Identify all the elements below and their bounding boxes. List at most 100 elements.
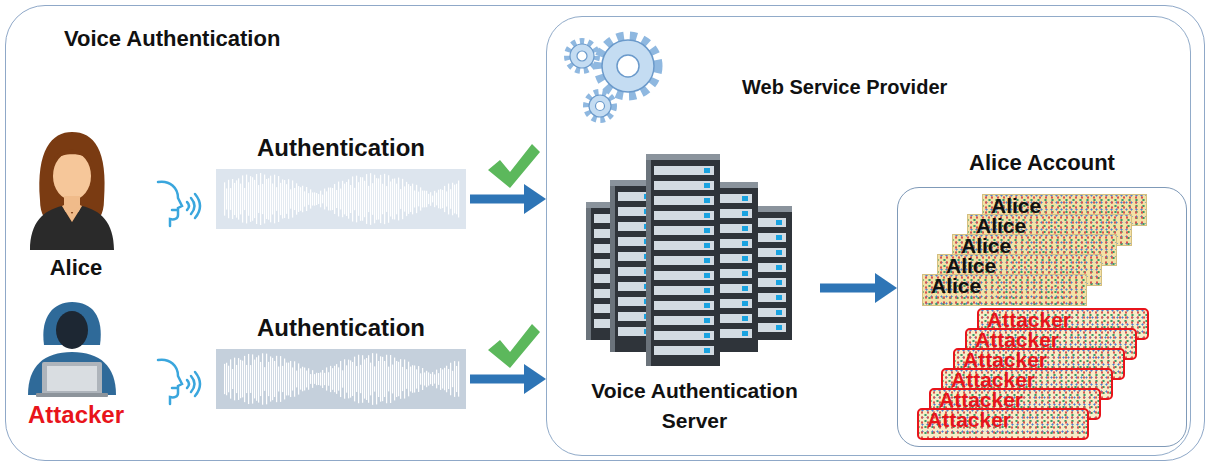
rack-side bbox=[610, 180, 615, 352]
wave-bar bbox=[256, 357, 257, 401]
wave-bar bbox=[434, 191, 435, 207]
wave-bar bbox=[276, 356, 277, 402]
wave-bar bbox=[330, 188, 331, 211]
flow-arrow bbox=[820, 273, 897, 303]
rack-light bbox=[742, 196, 748, 201]
wave-bar bbox=[298, 363, 299, 394]
wave-bar bbox=[302, 367, 303, 392]
wave-bar bbox=[252, 177, 253, 220]
wave-bar bbox=[382, 357, 383, 401]
identity-card: Alice bbox=[922, 274, 1087, 306]
provider-panel: Web Service ProviderVoice Authentication… bbox=[546, 16, 1191, 456]
wave-bar bbox=[250, 365, 251, 393]
rack-light bbox=[742, 211, 748, 216]
wave-bar bbox=[452, 183, 453, 216]
rack-slot bbox=[654, 196, 714, 205]
rack-slot bbox=[654, 331, 714, 340]
node-label: Attacker bbox=[963, 350, 1118, 370]
rack-light bbox=[704, 228, 710, 233]
wave-bar bbox=[244, 356, 245, 402]
check-mark bbox=[488, 144, 540, 188]
wave-bar bbox=[418, 366, 419, 392]
speech-icon bbox=[158, 360, 200, 404]
rack-slot bbox=[654, 241, 714, 250]
wave-bar bbox=[286, 184, 287, 214]
wave-bar bbox=[230, 359, 231, 398]
wave-bar bbox=[300, 368, 301, 389]
person: Alice bbox=[21, 131, 131, 286]
wave-bar bbox=[252, 354, 253, 403]
wave-bar bbox=[270, 356, 271, 401]
wave-bar bbox=[246, 365, 247, 393]
wave-bar bbox=[440, 368, 441, 390]
wave-bar bbox=[224, 364, 225, 394]
rack-light bbox=[742, 226, 748, 231]
rack-light bbox=[704, 213, 710, 218]
node-label: Voice Authentication bbox=[64, 26, 384, 52]
wave-bar bbox=[368, 355, 369, 403]
rack-slot bbox=[756, 248, 786, 257]
wave-bar bbox=[354, 357, 355, 402]
rack-light bbox=[704, 303, 710, 308]
wave-bar bbox=[420, 373, 421, 384]
wave-bar bbox=[346, 182, 347, 216]
wave-bar bbox=[420, 187, 421, 210]
wave-bar bbox=[388, 175, 389, 223]
rack-light bbox=[776, 235, 782, 240]
wave-bar bbox=[338, 182, 339, 217]
wave-bar bbox=[404, 359, 405, 398]
wave-bar bbox=[454, 361, 455, 397]
wave-bar bbox=[358, 355, 359, 403]
rack-light bbox=[704, 183, 710, 188]
wave-bar bbox=[396, 184, 397, 215]
speech-icon bbox=[158, 182, 200, 226]
wave-bar bbox=[424, 191, 425, 208]
rack-slot bbox=[654, 346, 714, 355]
wave-bar bbox=[400, 189, 401, 209]
flow-arrow bbox=[470, 184, 546, 214]
wave-bar bbox=[458, 361, 459, 396]
node-label: Voice Authentication Server bbox=[577, 376, 812, 437]
alice-icon bbox=[30, 132, 114, 250]
wave-bar bbox=[228, 366, 229, 393]
wave-bar bbox=[382, 184, 383, 215]
wave-bar bbox=[254, 360, 255, 399]
wave-bar bbox=[456, 366, 457, 392]
wave-bar bbox=[236, 180, 237, 217]
wave-bar bbox=[438, 190, 439, 209]
wave-bar bbox=[456, 184, 457, 215]
wave-bar bbox=[410, 367, 411, 392]
wave-bar bbox=[264, 367, 265, 391]
wave-bar bbox=[416, 185, 417, 213]
wave-bar bbox=[354, 188, 355, 210]
wave-bar bbox=[322, 370, 323, 388]
check-mark bbox=[488, 324, 540, 368]
wave-bar bbox=[416, 369, 417, 388]
wave-bar bbox=[296, 371, 297, 388]
node-label: Alice bbox=[991, 196, 1141, 216]
wave-bar bbox=[230, 188, 231, 210]
wave-bar bbox=[240, 360, 241, 398]
wave-bar bbox=[364, 181, 365, 217]
wave-bar bbox=[360, 365, 361, 393]
wave-bar bbox=[384, 361, 385, 397]
wave-bar bbox=[426, 191, 427, 207]
wave-bar bbox=[234, 358, 235, 401]
wave-bar bbox=[310, 189, 311, 208]
wave-bar bbox=[314, 192, 315, 205]
wave-bar bbox=[288, 363, 289, 396]
rack-light bbox=[704, 243, 710, 248]
wave-bar bbox=[294, 188, 295, 210]
wave-bar bbox=[448, 369, 449, 389]
wave-bar bbox=[450, 363, 451, 396]
rack-body bbox=[646, 154, 720, 366]
identity-card: Attacker bbox=[917, 408, 1089, 440]
wave-bar bbox=[454, 185, 455, 214]
wave-bar bbox=[406, 369, 407, 389]
wave-bar bbox=[378, 178, 379, 219]
wave-bar bbox=[320, 191, 321, 208]
rack-light bbox=[742, 271, 748, 276]
rack-light bbox=[776, 295, 782, 300]
wave-bar bbox=[248, 182, 249, 216]
